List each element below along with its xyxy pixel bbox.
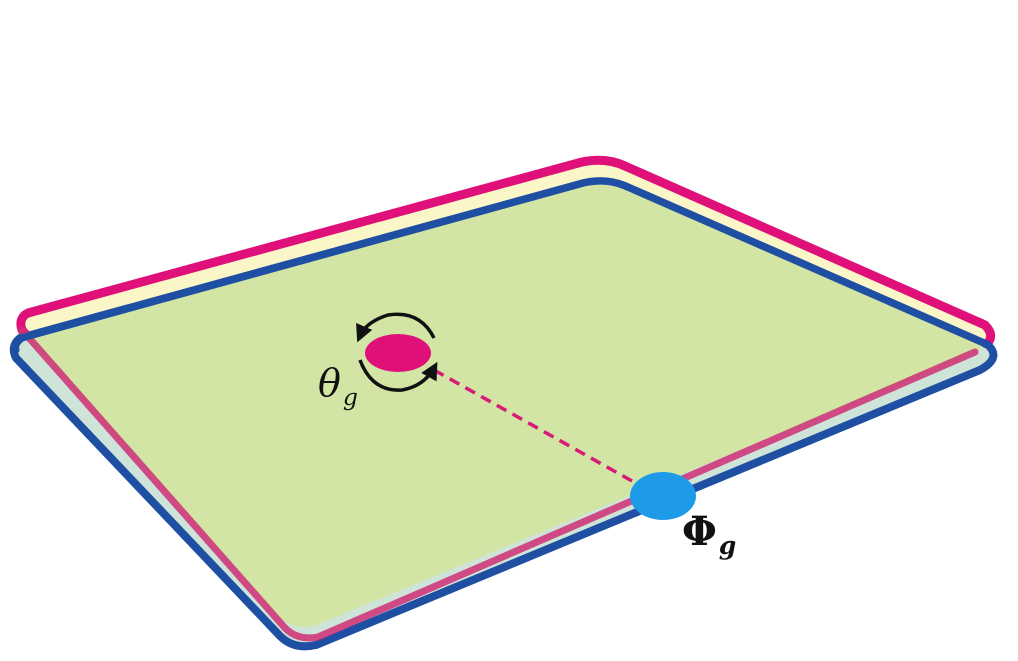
theta-subscript: g	[342, 382, 358, 411]
phi-subscript: g	[718, 531, 737, 561]
circular-arrows-icon	[356, 312, 438, 392]
overlap-region	[28, 181, 984, 628]
theta-label: θg	[318, 361, 358, 409]
phi-label: Φg	[682, 512, 736, 559]
phi-symbol: Φ	[682, 508, 717, 555]
vortex-dot	[365, 334, 431, 372]
theta-symbol: θ	[318, 361, 341, 405]
boundary-dot	[630, 472, 696, 520]
vortex-link-dashed-line	[433, 368, 649, 492]
bottom-layer-back-edge	[12, 177, 992, 354]
top-layer-front-edge	[18, 326, 979, 642]
